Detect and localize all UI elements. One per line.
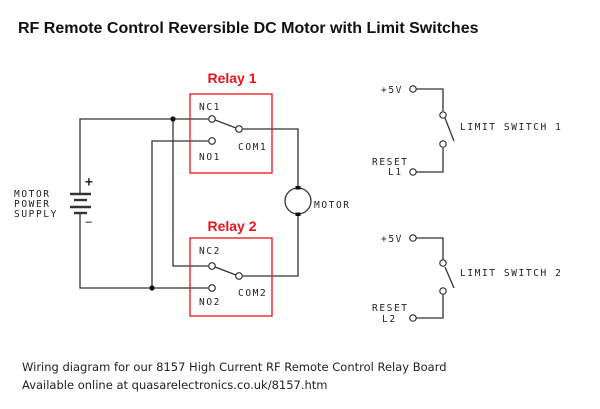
relay-2-box: [189, 237, 273, 317]
limit-switch-1-blade: [444, 117, 455, 142]
wire-supply-positive: [79, 118, 208, 194]
limit-switch-1-supply-label: +5V: [381, 85, 403, 96]
battery-minus-sign: −: [85, 215, 92, 229]
wire-no1-to-no2: [151, 140, 208, 288]
relay-2-com-label: COM2: [238, 288, 267, 299]
caption-line-2: Available online at quasarelectronics.co…: [22, 378, 328, 392]
motor-terminal-bottom: [295, 212, 301, 216]
wire-nc1-to-nc2: [172, 119, 208, 267]
limit-switch-2-reset-terminal: [409, 314, 417, 322]
limit-switch-1-contact-bottom: [439, 140, 447, 148]
relay-1-no-terminal: [208, 137, 216, 145]
limit-switch-2-contact-top: [439, 259, 447, 267]
power-supply-label-line3: SUPPLY: [14, 209, 58, 220]
junction-dot-bottom: [149, 285, 155, 291]
power-supply-label-line2: POWER: [14, 199, 51, 210]
relay-2-nc-label: NC2: [199, 246, 221, 257]
wire-motor-to-com2: [243, 214, 299, 277]
relay-2: Relay 2 NC2 NO2 COM2: [189, 218, 273, 317]
limit-switch-2-wire-bottom: [416, 294, 444, 319]
relay-1-nc-label: NC1: [199, 102, 221, 113]
motor-symbol-icon: [284, 187, 312, 215]
relay-2-no-label: NO2: [199, 297, 221, 308]
limit-switch-2: +5V LIMIT SWITCH 2 RESET L2: [372, 234, 562, 325]
relay-1-nc-terminal: [208, 115, 216, 123]
battery-plus-sign: +: [85, 175, 93, 190]
junction-dot-top: [170, 116, 176, 122]
limit-switch-2-label: LIMIT SWITCH 2: [460, 268, 562, 279]
relay-1-box: [189, 93, 273, 174]
relay-2-nc-terminal: [208, 262, 216, 270]
relay-2-no-terminal: [208, 284, 216, 292]
power-supply-label-line1: MOTOR: [14, 189, 51, 200]
limit-switch-1-contact-top: [439, 111, 447, 119]
motor-terminal-top: [295, 186, 301, 190]
limit-switch-1-wire-top: [416, 88, 444, 111]
relay-2-com-terminal: [235, 272, 243, 280]
relay-1-no-label: NO1: [199, 152, 221, 163]
limit-switch-1-reset-label: RESET: [372, 157, 409, 168]
limit-switch-1-reset-terminal: [409, 168, 417, 176]
limit-switch-1-label: LIMIT SWITCH 1: [460, 122, 562, 133]
limit-switch-1-reset-id: L1: [388, 167, 403, 178]
motor-power-supply: + − MOTOR POWER SUPPLY: [14, 175, 93, 229]
limit-switch-2-blade: [444, 266, 455, 289]
main-circuit-wires: [79, 116, 299, 291]
relay-1-com-terminal: [235, 125, 243, 133]
diagram-title: RF Remote Control Reversible DC Motor wi…: [18, 20, 479, 37]
wire-supply-negative: [79, 213, 208, 289]
limit-switch-1-supply-terminal: [409, 85, 417, 93]
caption-line-1: Wiring diagram for our 8157 High Current…: [22, 360, 447, 374]
wire-com1-to-motor: [243, 128, 299, 188]
motor-label: MOTOR: [314, 200, 351, 211]
relay-1-switch-blade: [214, 119, 237, 129]
relay-2-label: Relay 2: [207, 218, 256, 234]
limit-switch-2-supply-label: +5V: [381, 234, 403, 245]
limit-switch-2-wire-top: [416, 237, 444, 260]
limit-switch-2-contact-bottom: [439, 287, 447, 295]
relay-1-com-label: COM1: [238, 142, 267, 153]
relay-1: Relay 1 NC1 NO1 COM1: [189, 70, 273, 174]
limit-switch-2-reset-id: L2: [382, 314, 397, 325]
limit-switch-1: +5V LIMIT SWITCH 1 RESET L1: [372, 85, 562, 178]
relay-2-switch-blade: [214, 266, 237, 276]
limit-switch-2-reset-label: RESET: [372, 303, 409, 314]
relay-1-label: Relay 1: [207, 70, 256, 86]
limit-switch-2-supply-terminal: [409, 234, 417, 242]
limit-switch-1-wire-bottom: [416, 148, 444, 173]
motor: MOTOR: [284, 186, 351, 216]
